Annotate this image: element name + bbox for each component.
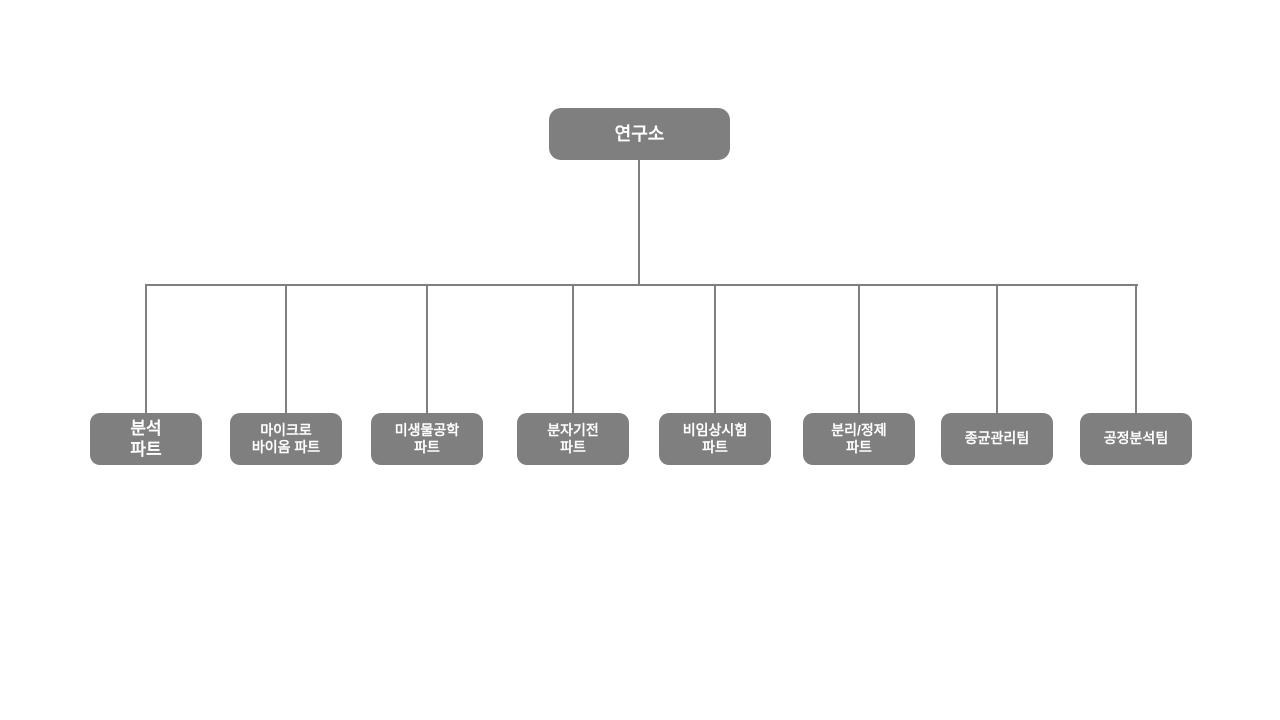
org-node-process-analysis-team[interactable]: 공정분석팀 bbox=[1080, 413, 1192, 465]
connector-horizontal-bus bbox=[145, 284, 1138, 286]
connector-drop-7 bbox=[996, 284, 998, 414]
org-node-separation-purification-part[interactable]: 분리/정제 파트 bbox=[803, 413, 915, 465]
org-node-root[interactable]: 연구소 bbox=[549, 108, 730, 160]
org-node-label: 분리/정제 파트 bbox=[831, 421, 887, 456]
org-node-starter-culture-team[interactable]: 종균관리팀 bbox=[941, 413, 1053, 465]
connector-drop-2 bbox=[285, 284, 287, 414]
org-node-nonclinical-trial-part[interactable]: 비임상시험 파트 bbox=[659, 413, 771, 465]
org-node-label: 분자기전 파트 bbox=[547, 421, 599, 456]
org-node-root-label: 연구소 bbox=[614, 123, 665, 144]
org-node-microbiome-part[interactable]: 마이크로 바이옴 파트 bbox=[230, 413, 342, 465]
org-node-microbial-engineering-part[interactable]: 미생물공학 파트 bbox=[371, 413, 483, 465]
connector-drop-6 bbox=[858, 284, 860, 414]
org-node-molecular-mechanism-part[interactable]: 분자기전 파트 bbox=[517, 413, 629, 465]
connector-drop-3 bbox=[426, 284, 428, 414]
connector-root-stem bbox=[638, 159, 640, 286]
org-node-analysis-part[interactable]: 분석 파트 bbox=[90, 413, 202, 465]
connector-drop-8 bbox=[1135, 284, 1137, 414]
org-node-label: 종균관리팀 bbox=[964, 430, 1030, 447]
connector-drop-5 bbox=[714, 284, 716, 414]
org-node-label: 비임상시험 파트 bbox=[682, 421, 748, 456]
org-node-label: 미생물공학 파트 bbox=[394, 421, 460, 456]
org-node-label: 공정분석팀 bbox=[1103, 430, 1169, 447]
org-node-label: 분석 파트 bbox=[130, 418, 162, 459]
connector-drop-1 bbox=[145, 284, 147, 414]
connector-drop-4 bbox=[572, 284, 574, 414]
org-node-label: 마이크로 바이옴 파트 bbox=[251, 421, 321, 456]
